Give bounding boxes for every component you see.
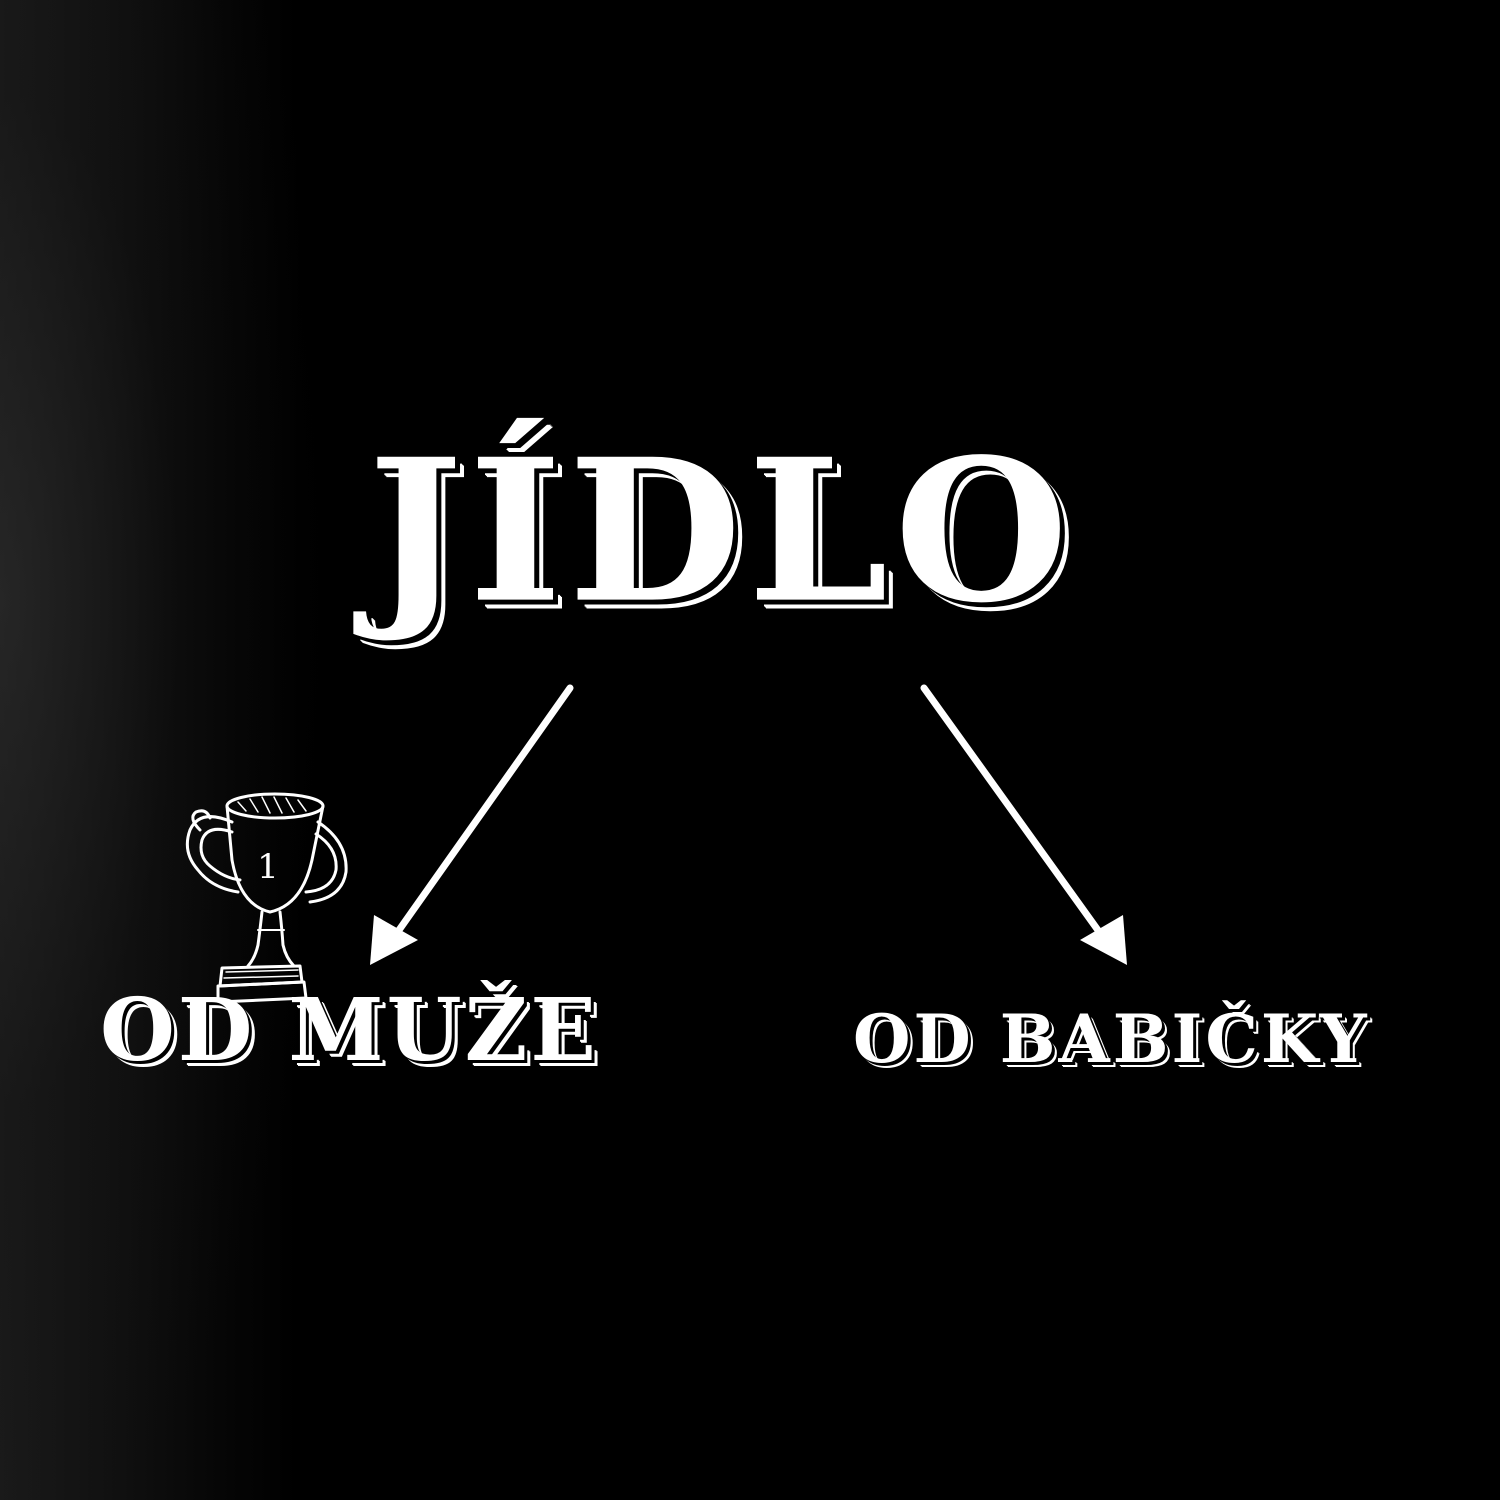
- arrow-left-icon: [370, 684, 574, 965]
- label-od-muze: OD MUŽE: [100, 980, 599, 1081]
- trophy-number: 1: [257, 847, 279, 887]
- title-jidlo: JÍDLO: [368, 416, 1075, 647]
- label-od-babicky: OD BABIČKY: [853, 1000, 1370, 1078]
- trophy-icon: 1: [185, 792, 348, 1004]
- arrow-right-icon: [920, 684, 1127, 965]
